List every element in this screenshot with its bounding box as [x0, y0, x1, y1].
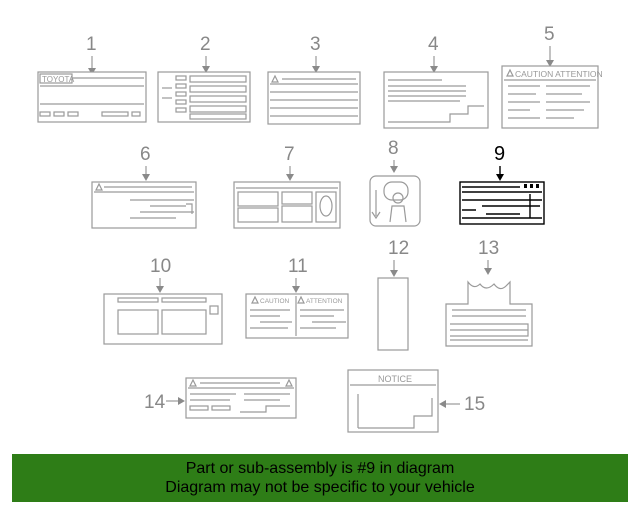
info-banner: Part or sub-assembly is #9 in diagram Di…	[12, 454, 628, 502]
notice-text: NOTICE	[378, 374, 412, 384]
caution-attention-text: CAUTION ATTENTION	[515, 69, 603, 79]
callout-13: 13	[478, 238, 499, 259]
callout-10: 10	[150, 256, 171, 277]
part-3-label[interactable]: 3	[267, 34, 361, 125]
attention-text: ATTENTION	[306, 298, 343, 305]
part-9-label[interactable]: 9	[459, 143, 545, 225]
callout-7: 7	[284, 144, 295, 165]
part-10-label[interactable]: 10	[103, 256, 223, 345]
part-13-label[interactable]: 13	[445, 238, 533, 347]
callout-12: 12	[388, 238, 409, 259]
part-8-label[interactable]: 8	[369, 138, 421, 227]
part-15-label[interactable]: 15 NOTICE	[347, 369, 485, 433]
part-6-label[interactable]: 6	[91, 144, 197, 229]
part-12-label[interactable]: 12	[377, 238, 409, 351]
callout-4: 4	[428, 34, 439, 55]
parts-diagram: 1 TOYOTA 2 3 4	[37, 24, 603, 433]
callout-1: 1	[86, 34, 97, 55]
callout-5: 5	[544, 24, 555, 45]
part-1-label[interactable]: 1 TOYOTA	[37, 34, 147, 123]
callout-14: 14	[144, 392, 166, 413]
callout-3: 3	[310, 34, 321, 55]
callout-8: 8	[388, 138, 399, 159]
part-14-label[interactable]: 14	[144, 377, 297, 419]
caution-text: CAUTION	[260, 298, 290, 305]
callout-6: 6	[140, 144, 151, 165]
banner-line-2: Diagram may not be specific to your vehi…	[165, 479, 475, 496]
part-11-label[interactable]: 11 CAUTION ATTENTION	[245, 256, 349, 339]
part-4-label[interactable]: 4	[383, 34, 489, 129]
banner-line-1: Part or sub-assembly is #9 in diagram	[185, 460, 455, 477]
part-5-label[interactable]: 5 CAUTION ATTENTION	[501, 24, 603, 129]
part-7-label[interactable]: 7	[233, 144, 341, 229]
toyota-text: TOYOTA	[42, 75, 75, 84]
part-2-label[interactable]: 2	[157, 34, 251, 123]
callout-15: 15	[464, 394, 485, 415]
callout-2: 2	[200, 34, 211, 55]
callout-11: 11	[288, 256, 308, 277]
callout-9: 9	[494, 143, 505, 165]
